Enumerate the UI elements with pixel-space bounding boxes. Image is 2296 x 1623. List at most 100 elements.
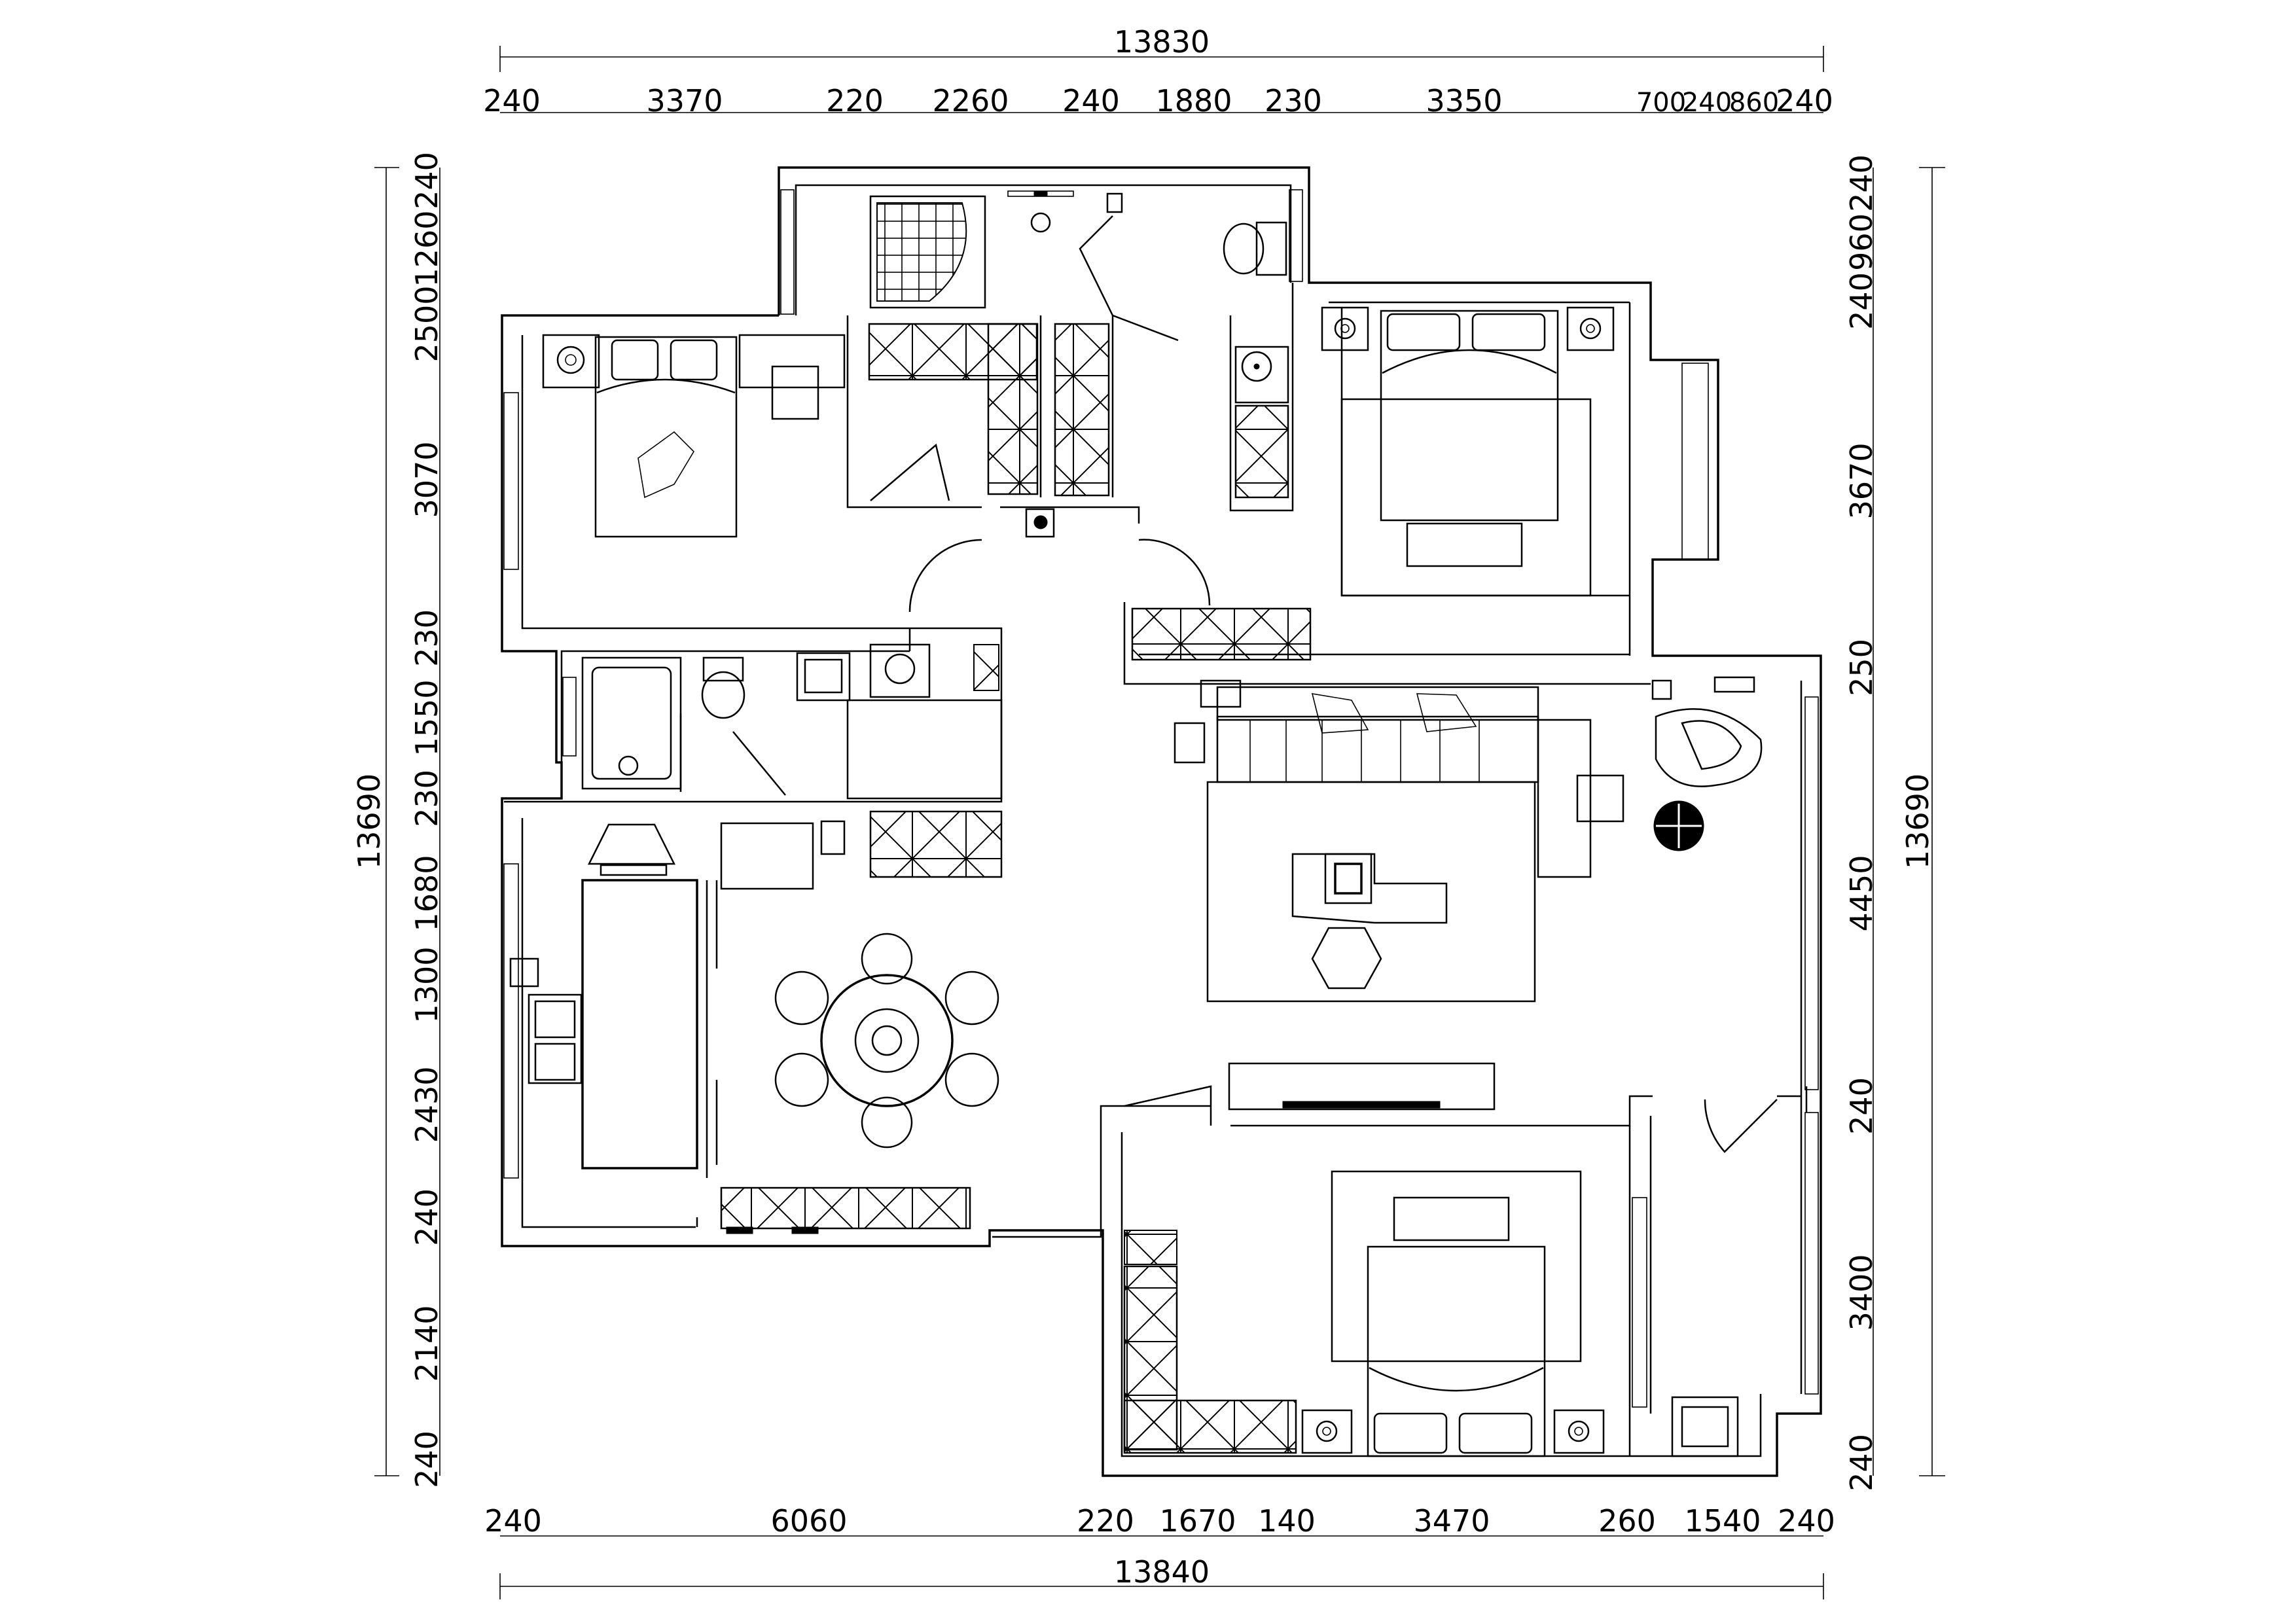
top-seg-7: 3350	[1426, 83, 1502, 118]
right-seg-5: 4450	[1844, 855, 1879, 931]
bed-icon	[1367, 1245, 1546, 1457]
exterior-walls	[501, 166, 1822, 1477]
top-seg-5: 1880	[1155, 83, 1232, 118]
right-seg-8: 240	[1844, 1434, 1879, 1491]
bottom-seg-6: 260	[1598, 1503, 1656, 1539]
bottom-seg-3: 1670	[1159, 1503, 1236, 1539]
bottom-total-dimension: 13840	[499, 1554, 1824, 1599]
left-total-label: 13690	[351, 774, 387, 869]
left-seg-0: 240	[409, 152, 444, 209]
right-total-dimension: 13690	[1900, 167, 1945, 1476]
right-seg-0: 240	[1844, 154, 1879, 212]
refrigerator-icon	[720, 822, 814, 890]
top-seg-1: 3370	[646, 83, 723, 118]
left-seg-3: 3070	[409, 441, 444, 518]
right-seg-4: 250	[1844, 639, 1879, 696]
left-seg-9: 2430	[409, 1066, 444, 1143]
bench-icon	[1406, 522, 1523, 567]
left-seg-6: 230	[409, 770, 444, 827]
top-total-label: 13830	[1114, 24, 1210, 60]
wardrobe-icon	[869, 810, 1003, 878]
left-seg-8: 1300	[409, 946, 444, 1023]
top-total-dimension: 13830	[499, 24, 1824, 72]
wardrobe-icon	[720, 1186, 971, 1230]
wardrobe-icon	[1131, 607, 1312, 661]
wardrobe-icon	[1054, 323, 1110, 497]
armchair-icon	[1655, 708, 1763, 787]
right-seg-3: 3670	[1844, 442, 1879, 519]
top-left-bedroom	[542, 334, 846, 538]
bottom-bedroom	[1301, 1099, 1778, 1457]
door-swing-icon	[908, 539, 982, 613]
left-seg-12: 240	[409, 1431, 444, 1488]
left-total-dimension: 13690	[351, 167, 399, 1476]
stove-icon	[587, 823, 676, 876]
bed-icon	[1380, 310, 1559, 522]
right-seg-7: 3400	[1844, 1254, 1879, 1330]
top-seg-0: 240	[483, 83, 541, 118]
right-seg-6: 240	[1844, 1077, 1879, 1135]
right-seg-1: 960	[1844, 213, 1879, 271]
windows	[503, 189, 1819, 1408]
wardrobes	[720, 323, 1312, 1454]
bottom-seg-1: 6060	[770, 1503, 847, 1539]
chair-icon	[771, 365, 819, 420]
top-seg-4: 240	[1062, 83, 1120, 118]
middle-bathroom	[581, 643, 1003, 800]
top-segment-dimensions: 240 3370 220 2260 240 1880 230 3350 700 …	[483, 83, 1833, 118]
top-right-bedroom	[1321, 306, 1615, 597]
sink-icon	[1234, 346, 1289, 404]
bottom-seg-8: 240	[1778, 1503, 1835, 1539]
left-seg-11: 2140	[409, 1305, 444, 1382]
side-table-icon	[1311, 927, 1382, 990]
bed-icon	[594, 336, 738, 538]
left-seg-4: 230	[409, 609, 444, 667]
bottom-total-label: 13840	[1114, 1554, 1210, 1590]
drain-icon	[1030, 212, 1051, 233]
right-seg-2: 240	[1844, 272, 1879, 330]
lamp-icon	[1653, 800, 1704, 851]
door-swing-icon	[1138, 539, 1211, 606]
wardrobe-icon	[1123, 1399, 1297, 1454]
sofa-icon	[1216, 686, 1539, 783]
door-swing-icon	[1079, 215, 1114, 316]
door-swing-icon	[1704, 1099, 1778, 1153]
bathtub-icon	[581, 656, 682, 790]
left-seg-5: 1550	[409, 679, 444, 756]
bench-icon	[1393, 1196, 1510, 1241]
washer-icon	[1671, 1396, 1739, 1457]
coffee-table-icon	[1291, 853, 1448, 924]
upper-bathroom	[869, 190, 1289, 404]
dining-area	[726, 933, 999, 1234]
top-seg-3: 2260	[932, 83, 1009, 118]
rug-icon	[1340, 398, 1592, 597]
wardrobe-icon	[987, 323, 1039, 495]
bottom-seg-2: 220	[1077, 1503, 1134, 1539]
left-seg-1: 1260	[409, 210, 444, 287]
top-seg-8: 700	[1636, 88, 1686, 118]
rug-icon	[1331, 1170, 1582, 1363]
left-seg-7: 1680	[409, 855, 444, 931]
living-room	[1124, 676, 1763, 1126]
right-segment-dimensions: 240 960 240 3670 250 4450 240 3400 240	[1844, 154, 1879, 1491]
wardrobe-icon	[1124, 1230, 1177, 1265]
bottom-seg-0: 240	[484, 1503, 542, 1539]
left-seg-2: 2500	[409, 285, 444, 362]
bottom-seg-4: 140	[1258, 1503, 1316, 1539]
door-swing-icon	[732, 731, 786, 796]
top-seg-6: 230	[1265, 83, 1322, 118]
shower-tray-icon	[869, 195, 986, 309]
top-seg-2: 220	[826, 83, 884, 118]
bottom-seg-5: 3470	[1413, 1503, 1490, 1539]
tv-cabinet-icon	[1228, 1062, 1496, 1111]
top-seg-9: 240	[1682, 88, 1732, 118]
wardrobe-icon	[973, 644, 999, 691]
right-total-label: 13690	[1900, 774, 1935, 869]
dining-table-icon	[774, 933, 999, 1149]
left-segment-dimensions: 240 1260 2500 3070 230 1550 230 1680 130…	[409, 152, 444, 1488]
toilet-icon	[701, 656, 745, 719]
rug-icon	[1206, 781, 1536, 1003]
top-seg-11: 240	[1776, 83, 1833, 118]
top-seg-10: 860	[1729, 88, 1779, 118]
